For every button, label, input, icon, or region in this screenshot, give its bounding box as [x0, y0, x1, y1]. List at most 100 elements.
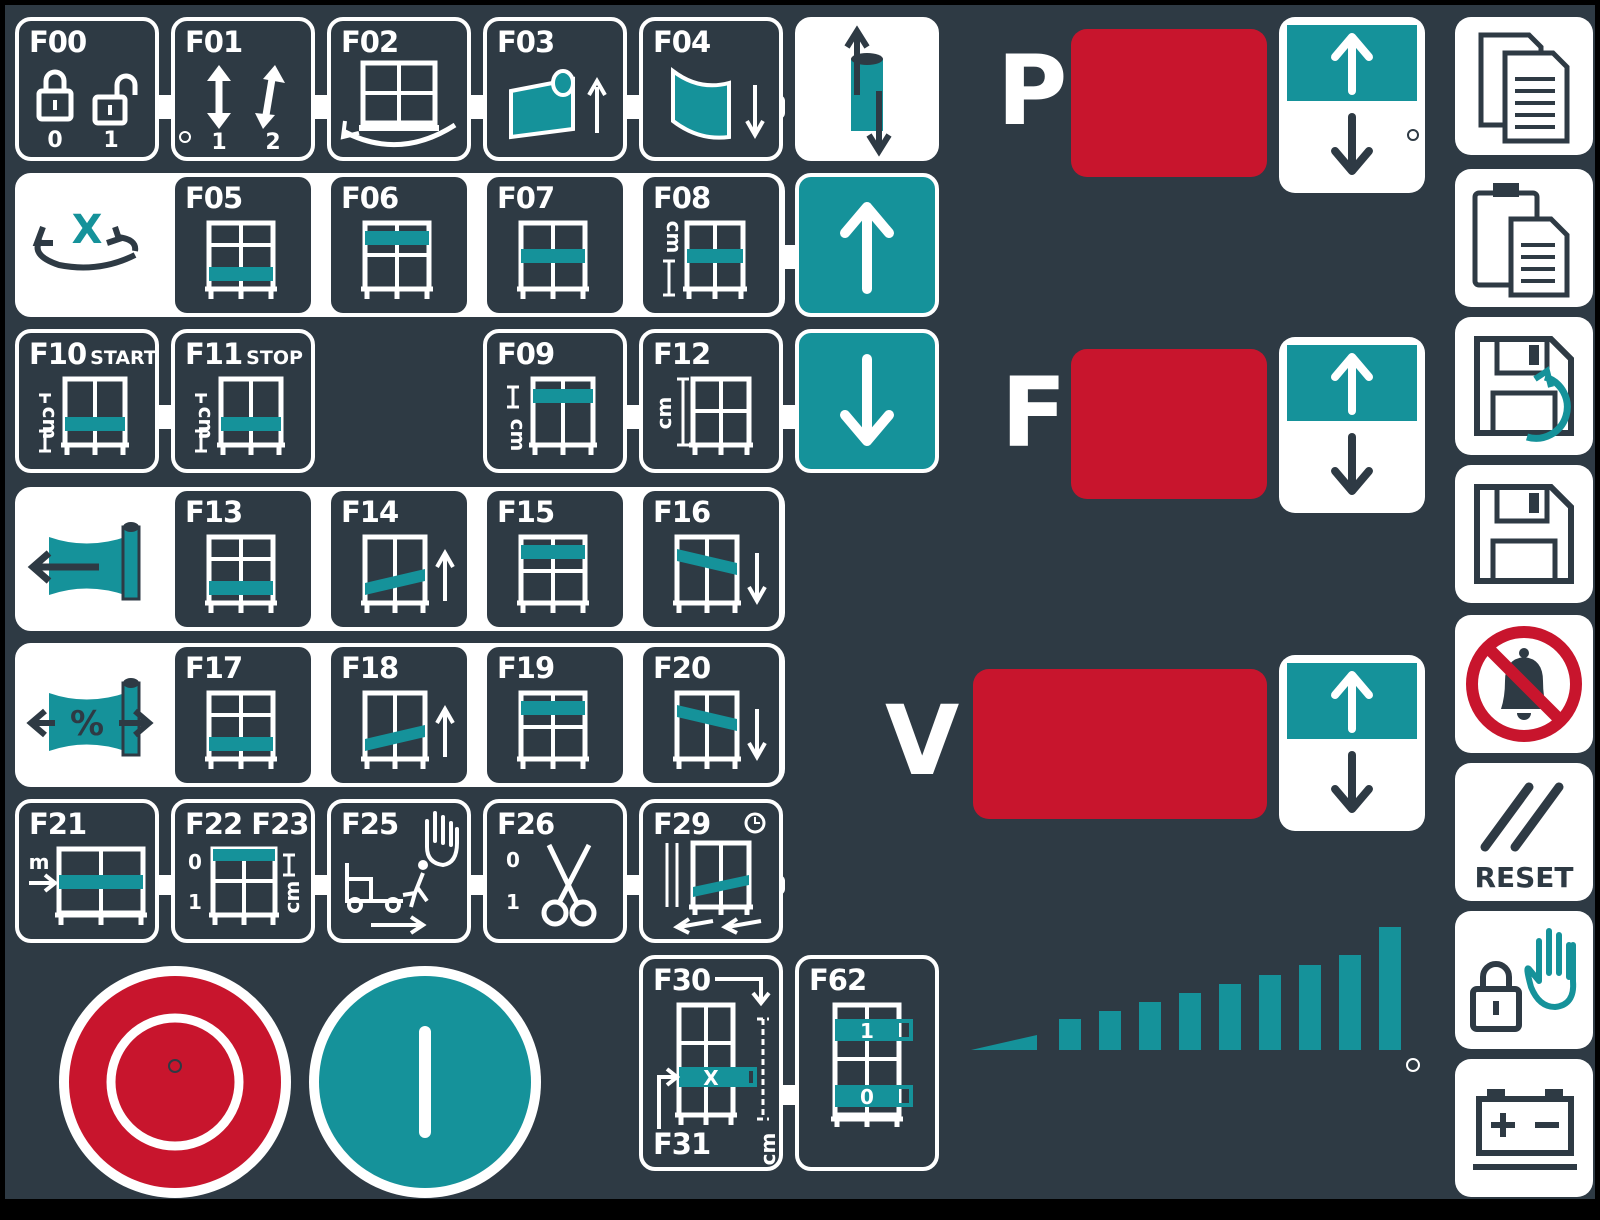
stop-start-buttons: [59, 966, 541, 1198]
tile-f04[interactable]: F04: [639, 17, 783, 161]
tile-f15[interactable]: F15: [483, 487, 627, 631]
unit-label: cm: [756, 1133, 779, 1166]
tile-f06[interactable]: F06: [327, 173, 471, 317]
film-cut-scissors-icon: 0 1: [506, 843, 597, 927]
tile-code: F13: [185, 495, 243, 529]
lock-hand-button[interactable]: [1455, 911, 1593, 1049]
start-height-icon: cm: [38, 376, 129, 455]
tile-f22-f23[interactable]: F22 F23 0 1 cm: [171, 799, 315, 943]
param-f-label: F: [1001, 357, 1067, 469]
tile-f02[interactable]: F02: [327, 17, 471, 161]
param-v-label: V: [885, 685, 960, 797]
timed-exit-icon: [665, 812, 766, 935]
option-label: 1: [506, 890, 520, 914]
copy-button[interactable]: [1455, 17, 1593, 155]
tile-f09[interactable]: F09 cm: [483, 329, 627, 473]
pallet-middle-wrap-icon: [517, 220, 589, 299]
tile-code: F12: [653, 337, 711, 371]
battery-icon: [1473, 1089, 1577, 1170]
tile-code: F00: [29, 25, 87, 59]
reset-rotations-button[interactable]: X: [15, 173, 159, 317]
tile-f13[interactable]: F13: [171, 487, 315, 631]
tile-code: F01: [185, 25, 243, 59]
param-p-updown[interactable]: [1279, 17, 1425, 193]
tile-f20[interactable]: F20: [639, 643, 783, 787]
tile-f07[interactable]: F07: [483, 173, 627, 317]
lock-unlock-icon: 0 1: [36, 69, 138, 153]
tile-code-text: F22: [185, 807, 243, 841]
restore-button[interactable]: [1455, 317, 1593, 455]
tile-f03[interactable]: F03: [483, 17, 627, 161]
stop-button[interactable]: [59, 966, 291, 1198]
tile-code: F05: [185, 181, 243, 215]
tile-f30-f31[interactable]: F30 F31 X cm: [639, 955, 783, 1171]
reset-button[interactable]: RESET: [1455, 763, 1593, 901]
param-v-updown[interactable]: [1279, 655, 1425, 831]
tile-f26[interactable]: F26 0 1: [483, 799, 627, 943]
pallet-top-wrap-icon: [517, 534, 589, 613]
pallet-top-wrap-icon: [361, 220, 433, 299]
level-bar-indicator: [971, 927, 1420, 1072]
tile-f14[interactable]: F14: [327, 487, 471, 631]
up-down-icon: [1287, 25, 1419, 175]
film-stretch-button[interactable]: %: [15, 643, 159, 787]
film-feed-button[interactable]: [15, 487, 159, 631]
unit-label: m: [29, 850, 50, 874]
x-mark: X: [72, 207, 103, 253]
tile-code: F18: [341, 651, 399, 685]
tile-code: F02: [341, 25, 399, 59]
param-f-updown[interactable]: [1279, 337, 1425, 513]
tile-f12[interactable]: F12 cm: [639, 329, 783, 473]
reset-label: RESET: [1474, 861, 1573, 894]
arrow-up-icon: [840, 202, 894, 294]
option-label: 1: [188, 890, 202, 914]
film-tail-position-icon: X cm: [657, 977, 779, 1166]
paste-button[interactable]: [1455, 169, 1593, 307]
carriage-updown-button[interactable]: [795, 17, 939, 161]
spiral-down-wrap-icon: [673, 534, 767, 613]
tile-f17[interactable]: F17: [171, 643, 315, 787]
tile-f16[interactable]: F16: [639, 487, 783, 631]
level-bar: [1299, 965, 1321, 1050]
tile-f18[interactable]: F18: [327, 643, 471, 787]
pallet-bottom-wrap-icon: [205, 534, 277, 613]
film-down-icon: [671, 66, 765, 140]
tile-f01[interactable]: F01 1 2: [171, 17, 315, 161]
tile-f05[interactable]: F05: [171, 173, 315, 317]
up-down-arrows-icon: 1 2: [179, 65, 285, 155]
save-button[interactable]: [1455, 465, 1593, 603]
level-bar: [1179, 993, 1201, 1050]
tile-f08[interactable]: F08 cm: [639, 173, 783, 317]
tile-code: F21: [29, 807, 87, 841]
reset-icon: RESET: [1474, 782, 1574, 894]
tile-code: F29: [653, 807, 711, 841]
tile-code: F03: [497, 25, 555, 59]
move-down-button[interactable]: [795, 329, 939, 473]
paste-icon: [1472, 183, 1570, 298]
x-mark: X: [703, 1066, 719, 1090]
level-bar: [1259, 975, 1281, 1050]
battery-button[interactable]: [1455, 1059, 1593, 1197]
tile-f21[interactable]: F21 m: [15, 799, 159, 943]
carriage-updown-icon: [844, 25, 892, 157]
tile-f62[interactable]: F62 1 0: [795, 955, 939, 1171]
level-bar: [1099, 1011, 1121, 1050]
tile-f29[interactable]: F29: [639, 799, 783, 943]
move-up-button[interactable]: [795, 173, 939, 317]
tile-code-text: F10: [29, 337, 87, 371]
tile-code-text: F23: [251, 807, 309, 841]
tile-f19[interactable]: F19: [483, 643, 627, 787]
tile-f00[interactable]: F00 0 1: [15, 17, 159, 161]
tile-code: F15: [497, 495, 555, 529]
level-bar: [1139, 1002, 1161, 1050]
spiral-down-wrap-icon: [673, 690, 767, 769]
alarm-mute-icon: [1466, 626, 1582, 742]
alarm-mute-button[interactable]: [1455, 615, 1593, 753]
tile-f25[interactable]: F25: [327, 799, 471, 943]
start-button[interactable]: [309, 966, 541, 1198]
pallet-height-wrap-icon: cm: [662, 220, 747, 299]
